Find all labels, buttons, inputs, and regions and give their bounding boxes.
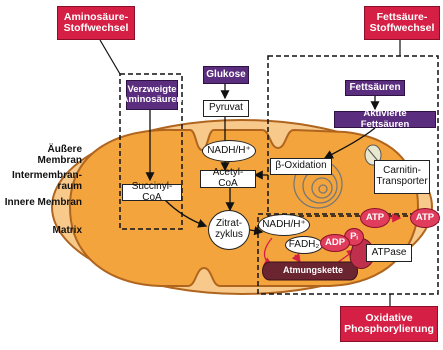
input-aktivierte: Aktivierte Fettsäuren bbox=[334, 111, 436, 128]
node-atp-inner: ATP bbox=[360, 208, 390, 228]
node-carnitin: Carnitin- Transporter bbox=[374, 160, 430, 194]
node-atpase: ATPase bbox=[366, 244, 412, 262]
header-fettsaeure: Fettsäure- Stoffwechsel bbox=[364, 6, 440, 40]
node-acetyl-coa: Acetyl-CoA bbox=[200, 170, 256, 188]
node-nadh-top: NADH/H⁺ bbox=[202, 140, 256, 162]
node-fadh2: FADH₂ bbox=[285, 236, 323, 254]
node-beta-oxidation: β-Oxidation bbox=[270, 158, 332, 175]
node-adp: ADP bbox=[320, 234, 350, 252]
node-zitratzyklus: Zitrat- zyklus bbox=[208, 210, 250, 250]
input-verzweigte: Verzweigte Aminosäuren bbox=[126, 80, 178, 110]
amino-connector bbox=[100, 40, 120, 74]
label-matrix: Matrix bbox=[2, 225, 82, 237]
label-aeussere-membran: Äußere Membran bbox=[2, 150, 82, 162]
node-atp-outer: ATP bbox=[410, 208, 440, 228]
header-aminosaeure: Aminosäure- Stoffwechsel bbox=[57, 6, 135, 40]
node-succinyl-coa: Succinyl-CoA bbox=[122, 184, 182, 201]
input-glukose: Glukose bbox=[203, 66, 249, 84]
node-pyruvat: Pyruvat bbox=[203, 100, 249, 117]
label-intermembranraum: Intermembran- raum bbox=[2, 170, 82, 194]
header-oxidative: Oxidative Phosphorylierung bbox=[340, 306, 438, 342]
node-atmungskette: Atmungskette bbox=[276, 262, 350, 280]
label-innere-membran: Innere Membran bbox=[2, 197, 82, 209]
input-fettsaeuren: Fettsäuren bbox=[345, 80, 405, 96]
node-nadh-mid: NADH/H⁺ bbox=[258, 214, 310, 236]
